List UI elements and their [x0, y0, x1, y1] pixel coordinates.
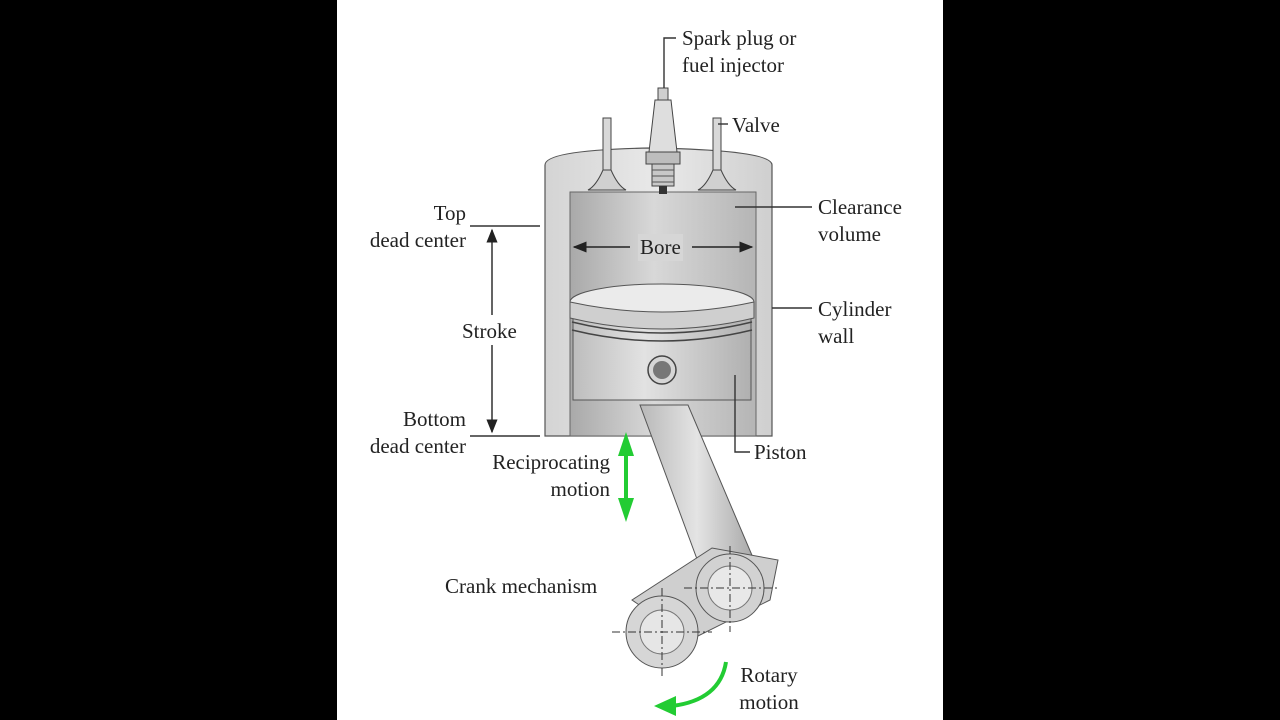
label-clearance-line2: volume	[818, 222, 881, 246]
label-clearance-volume: Clearance volume	[818, 194, 902, 248]
valve-right	[697, 117, 737, 191]
label-top-dead-center: Top dead center	[330, 200, 466, 254]
crank-mechanism	[612, 546, 779, 676]
label-bdc-line2: dead center	[369, 434, 466, 458]
spark-plug	[645, 87, 681, 194]
label-clearance-line1: Clearance	[818, 195, 902, 219]
valve-left	[587, 117, 627, 191]
label-rotary-motion: Rotary motion	[726, 662, 812, 716]
label-spark-plug-line1: Spark plug or	[682, 26, 797, 50]
label-piston: Piston	[754, 440, 807, 464]
piston	[569, 283, 755, 401]
label-tdc-line1: Top	[433, 201, 466, 225]
label-stroke: Stroke	[462, 318, 517, 345]
label-tdc-line2: dead center	[369, 228, 466, 252]
label-valve: Valve	[732, 113, 780, 137]
label-rotary-line2: motion	[739, 690, 799, 714]
label-spark-plug: Spark plug or fuel injector	[682, 25, 796, 79]
label-crank-mechanism: Crank mechanism	[445, 574, 598, 598]
label-reciprocating-line1: Reciprocating	[492, 450, 610, 474]
label-cylinder-wall: Cylinder wall	[818, 296, 892, 350]
label-cylinder-wall-line2: wall	[818, 324, 855, 348]
reciprocating-motion-arrow	[618, 432, 634, 522]
label-bore: Bore	[638, 234, 683, 261]
label-cylinder-wall-line1: Cylinder	[818, 297, 892, 321]
label-reciprocating-motion: Reciprocating motion	[440, 449, 610, 503]
label-reciprocating-line2: motion	[550, 477, 610, 501]
label-spark-plug-line2: fuel injector	[682, 53, 785, 77]
label-bdc-line1: Bottom	[402, 407, 466, 431]
label-rotary-line1: Rotary	[740, 663, 798, 687]
leader-lines	[470, 37, 812, 453]
label-bottom-dead-center: Bottom dead center	[330, 406, 466, 460]
rotary-motion-arrow	[654, 661, 728, 716]
